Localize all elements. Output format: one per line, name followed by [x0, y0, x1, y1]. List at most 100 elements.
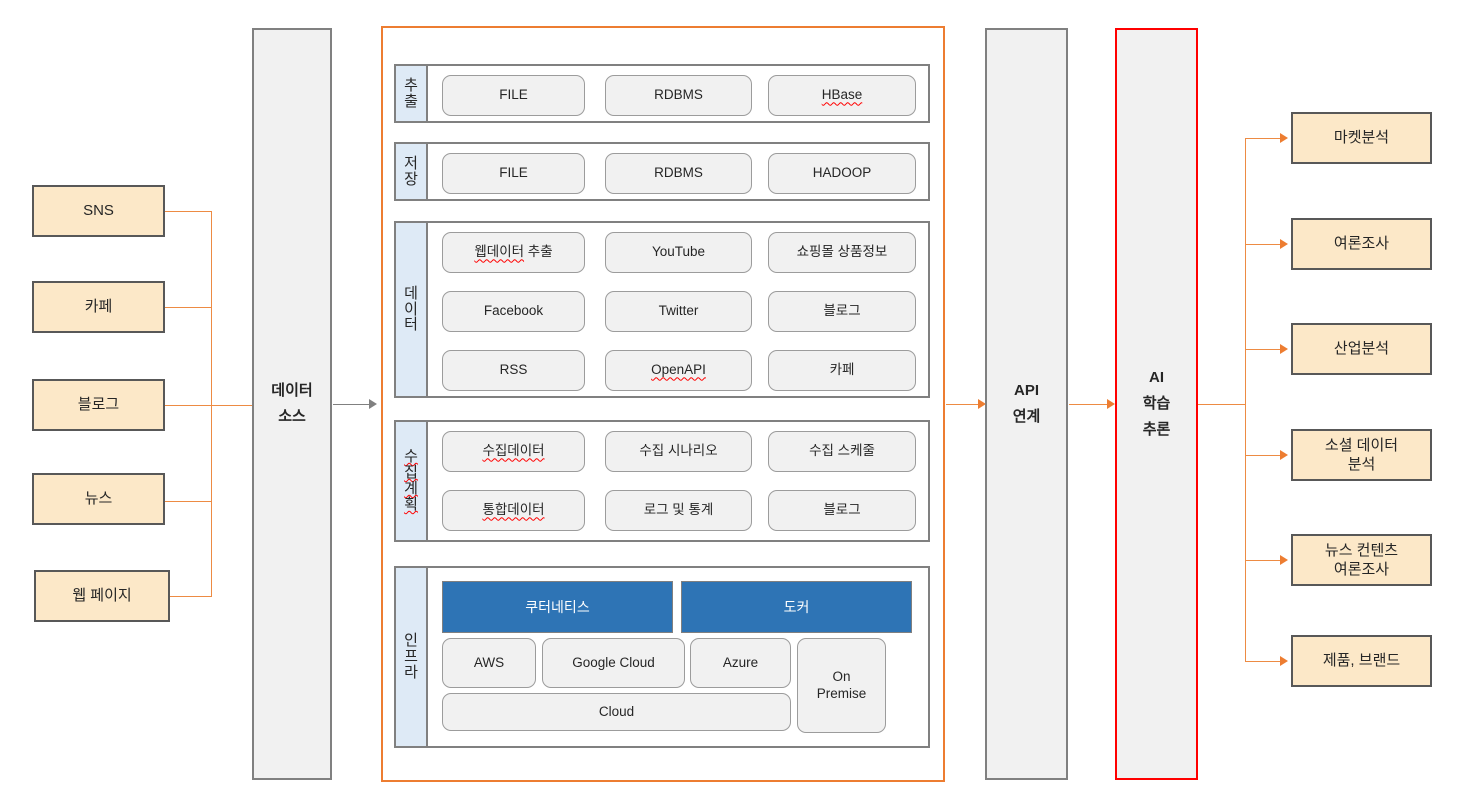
chip-label: FILE [499, 165, 528, 181]
pillar-line-3: 추론 [1142, 421, 1171, 439]
chip-label: 도커 [783, 598, 810, 615]
chip-infra-aws[interactable]: AWS [442, 638, 536, 688]
group-label-char: 수 [404, 448, 418, 466]
source-box-label: SNS [83, 201, 114, 219]
arrow-datasource-to-platform [369, 399, 377, 409]
chip-storage-hadoop[interactable]: HADOOP [768, 153, 916, 194]
arrow-output-poll [1280, 239, 1288, 249]
group-body-storage: FILE RDBMS HADOOP [428, 144, 928, 199]
chip-label: Azure [722, 654, 759, 670]
chip-data-blog[interactable]: 블로그 [768, 291, 916, 332]
group-data: 데 이 터 웹데이터 추출 YouTube 쇼핑몰 상품정보 Facebook … [394, 221, 930, 398]
output-box-label: 여론조사 [1333, 235, 1390, 253]
chip-storage-file[interactable]: FILE [442, 153, 585, 194]
chip-extract-hbase[interactable]: HBase [768, 75, 916, 116]
source-box-webpage[interactable]: 웹 페이지 [34, 570, 170, 622]
connector-sns [165, 211, 212, 212]
group-infra: 인 프 라 쿠터네티스 도커 AWS Google Cloud Azure On… [394, 566, 930, 748]
chip-plan-log-stats[interactable]: 로그 및 통계 [605, 490, 752, 531]
chip-plan-blog[interactable]: 블로그 [768, 490, 916, 531]
pillar-line-1: AI [1148, 368, 1164, 386]
group-extract: 추 출 FILE RDBMS HBase [394, 64, 930, 123]
group-label-char: 계 [404, 480, 418, 497]
chip-plan-integrated-data[interactable]: 통합데이터 [442, 490, 585, 531]
chip-extract-file[interactable]: FILE [442, 75, 585, 116]
connector-output-bus [1245, 138, 1246, 661]
group-body-extract: FILE RDBMS HBase [428, 66, 928, 121]
group-label-char: 라 [404, 663, 418, 681]
chip-infra-docker[interactable]: 도커 [681, 581, 912, 633]
arrow-output-brand [1280, 656, 1288, 666]
chip-label: 블로그 [823, 303, 861, 319]
source-box-news[interactable]: 뉴스 [32, 473, 165, 525]
group-label-char: 출 [404, 92, 418, 110]
source-box-cafe[interactable]: 카페 [32, 281, 165, 333]
chip-label: FILE [499, 87, 528, 103]
group-label-storage: 저 장 [396, 144, 428, 199]
output-box-product-brand[interactable]: 제품, 브랜드 [1291, 635, 1432, 687]
output-box-label: 제품, 브랜드 [1322, 652, 1401, 670]
chip-data-web-extract[interactable]: 웹데이터 추출 [442, 232, 585, 273]
pillar-api-integration[interactable]: API 연계 [985, 28, 1068, 780]
output-box-public-opinion-poll[interactable]: 여론조사 [1291, 218, 1432, 270]
chip-data-twitter[interactable]: Twitter [605, 291, 752, 332]
connector-output-market [1245, 138, 1283, 139]
chip-plan-schedule[interactable]: 수집 스케줄 [768, 431, 916, 472]
connector-news [165, 501, 212, 502]
chip-label: RSS [499, 362, 528, 378]
group-label-char: 이 [404, 300, 418, 318]
chip-infra-google-cloud[interactable]: Google Cloud [542, 638, 685, 688]
chip-infra-kubernetes[interactable]: 쿠터네티스 [442, 581, 673, 633]
source-box-label: 뉴스 [84, 489, 113, 507]
chip-storage-rdbms[interactable]: RDBMS [605, 153, 752, 194]
chip-infra-cloud[interactable]: Cloud [442, 693, 791, 731]
output-box-market-analysis[interactable]: 마켓분석 [1291, 112, 1432, 164]
chip-data-facebook[interactable]: Facebook [442, 291, 585, 332]
group-label-char: 장 [404, 170, 418, 188]
chip-label-line2: Premise [816, 685, 867, 701]
chip-plan-collect-data[interactable]: 수집데이터 [442, 431, 585, 472]
output-box-social-data-analysis[interactable]: 소셜 데이터 분석 [1291, 429, 1432, 481]
chip-data-youtube[interactable]: YouTube [605, 232, 752, 273]
chip-label: 블로그 [823, 502, 861, 518]
chip-label: HBase [821, 87, 863, 103]
group-label-char: 데 [404, 284, 418, 302]
chip-infra-azure[interactable]: Azure [690, 638, 791, 688]
chip-label: 수집데이터 [482, 443, 545, 459]
source-box-sns[interactable]: SNS [32, 185, 165, 237]
group-storage: 저 장 FILE RDBMS HADOOP [394, 142, 930, 201]
source-box-label: 웹 페이지 [72, 586, 132, 604]
chip-label: Facebook [483, 303, 544, 319]
chip-label: 로그 및 통계 [643, 502, 714, 518]
chip-label: AWS [473, 654, 505, 670]
chip-label: 통합데이터 [482, 502, 545, 518]
group-label-char: 획 [404, 495, 418, 513]
connector-webpage [170, 596, 212, 597]
connector-blog [165, 405, 212, 406]
chip-extract-rdbms[interactable]: RDBMS [605, 75, 752, 116]
pillar-data-source[interactable]: 데이터 소스 [252, 28, 332, 780]
source-box-blog[interactable]: 블로그 [32, 379, 165, 431]
output-box-news-content-poll[interactable]: 뉴스 컨텐츠 여론조사 [1291, 534, 1432, 586]
arrow-output-industry [1280, 344, 1288, 354]
arrow-api-to-ai [1107, 399, 1115, 409]
connector-output-brand [1245, 661, 1283, 662]
chip-infra-on-premise[interactable]: On Premise [797, 638, 886, 733]
pillar-ai-learning-inference[interactable]: AI 학습 추론 [1115, 28, 1198, 780]
connector-output-industry [1245, 349, 1283, 350]
chip-plan-scenario[interactable]: 수집 시나리오 [605, 431, 752, 472]
connector-ai-to-output-bus [1198, 404, 1246, 405]
chip-label: Google Cloud [572, 654, 655, 670]
chip-data-openapi[interactable]: OpenAPI [605, 350, 752, 391]
pillar-line-2: 학습 [1142, 394, 1171, 412]
group-label-char: 인 [404, 632, 418, 650]
group-label-char: 저 [404, 154, 418, 172]
pillar-line-1: API [1013, 381, 1039, 399]
chip-label: Cloud [598, 703, 635, 719]
chip-data-rss[interactable]: RSS [442, 350, 585, 391]
chip-data-cafe[interactable]: 카페 [768, 350, 916, 391]
source-box-label: 카페 [84, 297, 113, 315]
chip-data-shopping[interactable]: 쇼핑몰 상품정보 [768, 232, 916, 273]
output-box-industry-analysis[interactable]: 산업분석 [1291, 323, 1432, 375]
chip-label: YouTube [651, 244, 706, 260]
